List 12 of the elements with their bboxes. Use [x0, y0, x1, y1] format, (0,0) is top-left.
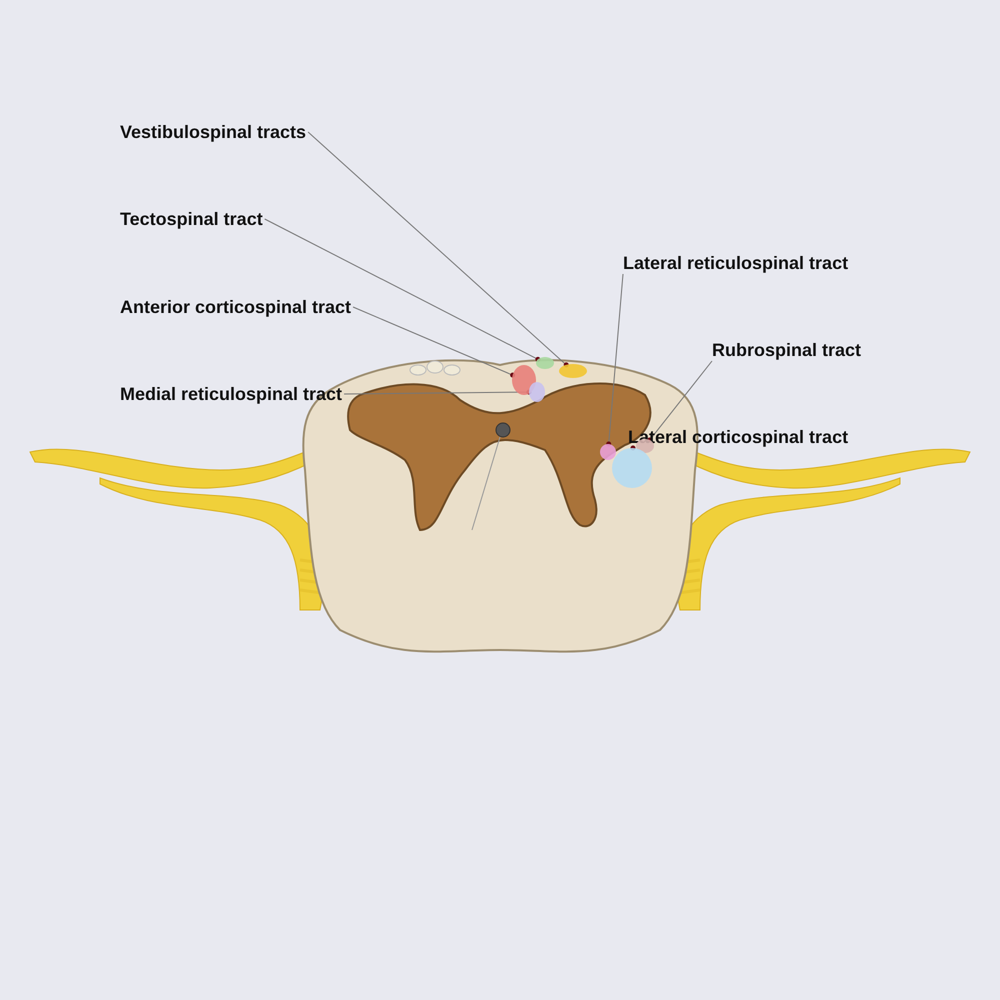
tract-label: Rubrospinal tract: [712, 339, 862, 361]
leader-line: [630, 446, 636, 451]
tract-label: Medial reticulospinal tract: [120, 383, 342, 405]
tract-label: Tectospinal tract: [120, 208, 263, 230]
leader-line: [308, 132, 569, 368]
leader-line: [606, 274, 624, 447]
leader-line: [264, 218, 540, 362]
tract-label: Lateral reticulospinal tract: [623, 252, 848, 274]
tract-label: Vestibulospinal tracts: [120, 121, 306, 143]
leader-line: [352, 306, 516, 378]
tract-label: Anterior corticospinal tract: [120, 296, 352, 318]
leader-line: [344, 390, 532, 395]
